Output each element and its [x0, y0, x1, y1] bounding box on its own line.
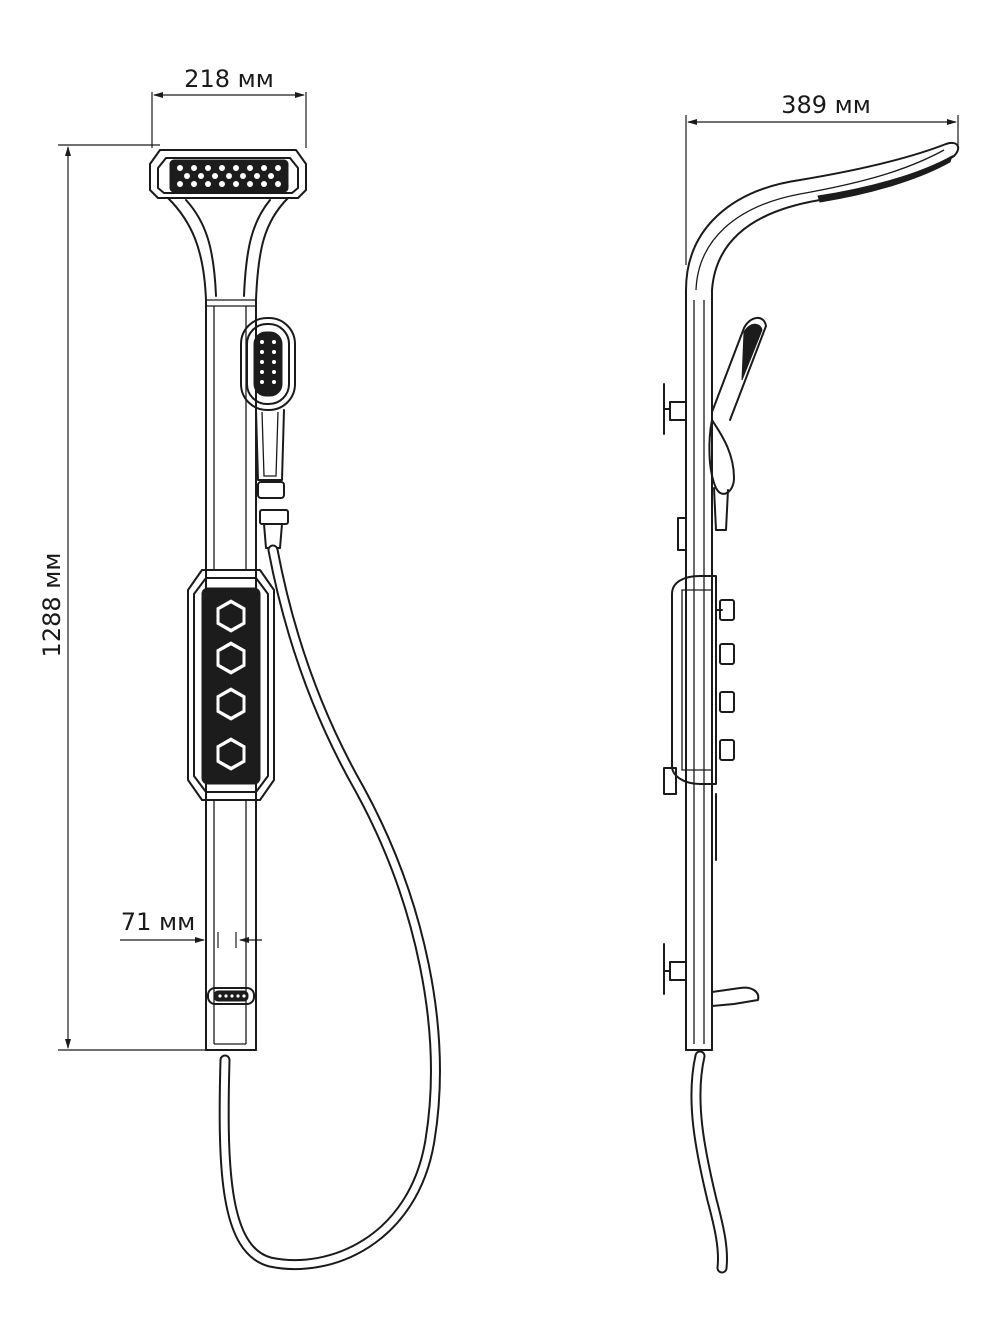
- hand-shower: [240, 317, 296, 549]
- side-pipe: [685, 289, 713, 1051]
- wall-bracket-lower: [663, 943, 687, 995]
- side-shower-arm: [685, 142, 960, 291]
- side-bottom-spout: [711, 986, 760, 1007]
- valve-knob-4: [216, 737, 246, 771]
- front-view: 218 мм 1288 мм: [38, 65, 441, 1271]
- side-hose: [690, 1050, 728, 1274]
- dimension-width-front: 218 мм: [151, 65, 307, 148]
- valve-knob-1: [216, 599, 246, 633]
- side-control-box: [663, 575, 735, 861]
- wall-bracket-upper: [663, 383, 687, 435]
- pipe-width-label: 71 мм: [121, 908, 195, 936]
- front-width-label: 218 мм: [184, 65, 274, 93]
- shower-hose: [218, 544, 441, 1271]
- side-hand-shower: [708, 317, 767, 531]
- control-panel: [187, 569, 275, 801]
- side-depth-label: 389 мм: [781, 91, 871, 119]
- front-height-label: 1288 мм: [38, 553, 66, 658]
- wall-bracket-small: [677, 517, 687, 551]
- valve-knob-3: [216, 687, 246, 721]
- rain-shower-head: [149, 149, 307, 199]
- side-view: 389 мм: [663, 91, 960, 1274]
- dimension-pipe-width: 71 мм: [120, 908, 262, 948]
- bottom-spout: [207, 987, 255, 1005]
- dimension-depth-side: 389 мм: [685, 91, 959, 265]
- dimension-height-front: 1288 мм: [38, 144, 208, 1051]
- valve-knob-2: [216, 641, 246, 675]
- shower-neck: [167, 197, 289, 307]
